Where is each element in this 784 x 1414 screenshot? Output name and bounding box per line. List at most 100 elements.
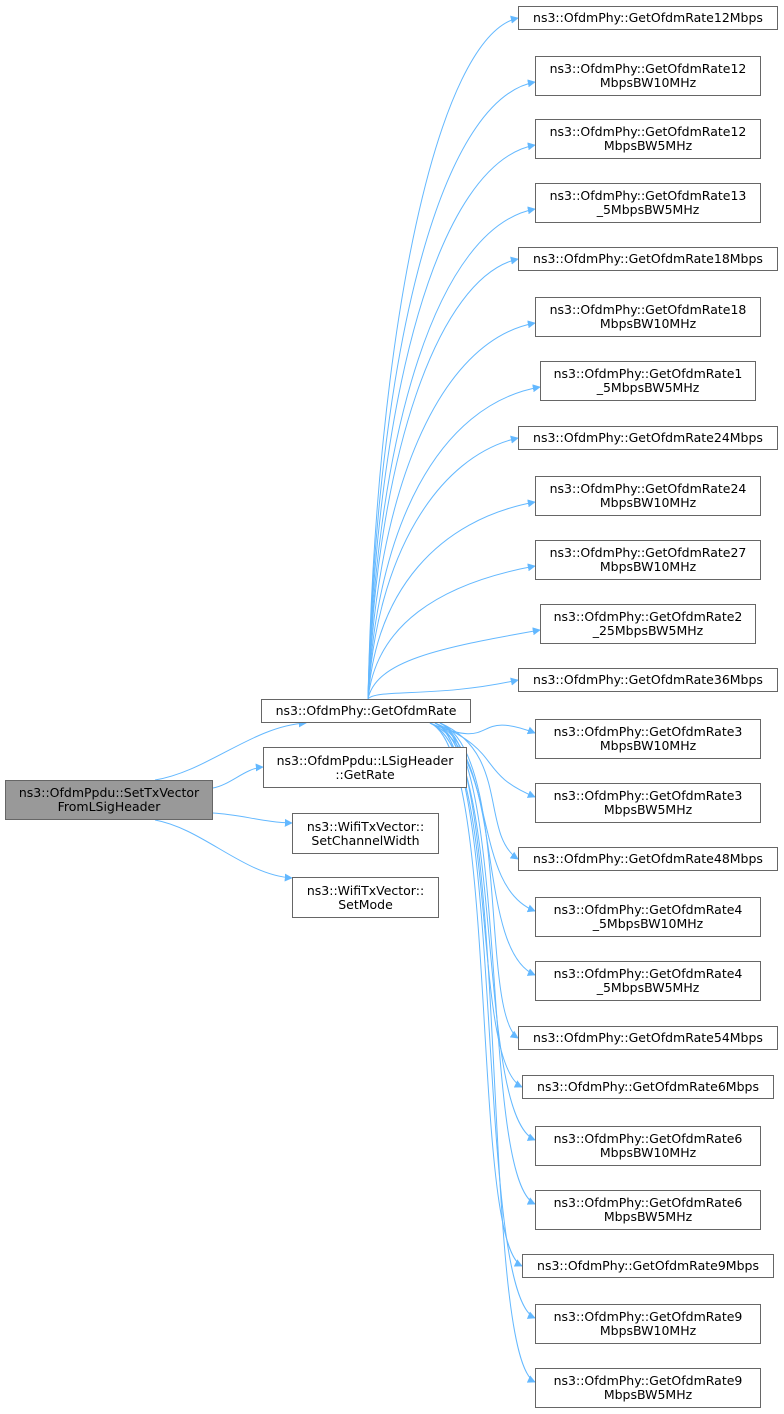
edge-root-to-lsigheader-getrate xyxy=(212,763,264,789)
node-label-line: ns3::OfdmPhy::GetOfdmRate6Mbps xyxy=(537,1079,759,1094)
edge-getofdmrate-to-r12 xyxy=(367,15,519,700)
edge-getofdmrate-to-r2-25 xyxy=(367,627,541,700)
node-label-line: MbpsBW10MHz xyxy=(599,75,697,90)
node-label-line: ns3::OfdmPhy::GetOfdmRate9 xyxy=(553,1373,743,1388)
node-r48[interactable]: ns3::OfdmPhy::GetOfdmRate48Mbps xyxy=(518,847,778,871)
node-r12[interactable]: ns3::OfdmPhy::GetOfdmRate12Mbps xyxy=(518,6,778,30)
node-setchannelwidth[interactable]: ns3::WifiTxVector::SetChannelWidth xyxy=(292,813,439,854)
node-label-line: MbpsBW5MHz xyxy=(603,138,693,153)
node-label-line: MbpsBW10MHz xyxy=(599,1323,697,1338)
edge-getofdmrate-to-r9-10 xyxy=(434,722,536,1319)
node-r2-25[interactable]: ns3::OfdmPhy::GetOfdmRate2_25MbpsBW5MHz xyxy=(540,604,756,644)
node-label-line: MbpsBW10MHz xyxy=(599,1145,697,1160)
node-r4-5-5[interactable]: ns3::OfdmPhy::GetOfdmRate4_5MbpsBW5MHz xyxy=(535,961,761,1001)
edge-getofdmrate-to-r54 xyxy=(439,722,519,1039)
edge-getofdmrate-to-r24-10 xyxy=(367,499,536,700)
node-label-line: _5MbpsBW10MHz xyxy=(592,916,704,931)
node-r13-5[interactable]: ns3::OfdmPhy::GetOfdmRate13_5MbpsBW5MHz xyxy=(535,183,761,223)
node-label-line: ns3::OfdmPpdu::SetTxVector xyxy=(18,785,200,800)
node-r36[interactable]: ns3::OfdmPhy::GetOfdmRate36Mbps xyxy=(518,668,778,692)
edge-getofdmrate-to-r9-5 xyxy=(439,722,536,1383)
node-r18[interactable]: ns3::OfdmPhy::GetOfdmRate18Mbps xyxy=(518,247,778,271)
node-label-line: ns3::OfdmPhy::GetOfdmRate9Mbps xyxy=(537,1258,759,1273)
node-label-line: ns3::OfdmPhy::GetOfdmRate12 xyxy=(549,124,747,139)
node-label-line: _5MbpsBW5MHz xyxy=(596,202,700,217)
node-label-line: ns3::OfdmPhy::GetOfdmRate2 xyxy=(553,609,743,624)
node-label-line: ::GetRate xyxy=(335,766,395,782)
node-label-line: ns3::OfdmPhy::GetOfdmRate24 xyxy=(549,481,747,496)
edge-getofdmrate-to-r1-5 xyxy=(367,384,541,700)
edge-getofdmrate-to-r13-5 xyxy=(367,206,536,700)
node-label-line: MbpsBW10MHz xyxy=(599,495,697,510)
node-r54[interactable]: ns3::OfdmPhy::GetOfdmRate54Mbps xyxy=(518,1026,778,1050)
node-label-line: ns3::OfdmPhy::GetOfdmRate9 xyxy=(553,1309,743,1324)
node-label-line: ns3::OfdmPhy::GetOfdmRate6 xyxy=(553,1195,743,1210)
node-label-line: SetMode xyxy=(338,896,393,912)
node-label-line: MbpsBW5MHz xyxy=(603,1209,693,1224)
node-label-line: ns3::OfdmPhy::GetOfdmRate13 xyxy=(549,188,747,203)
node-r1-5[interactable]: ns3::OfdmPhy::GetOfdmRate1_5MbpsBW5MHz xyxy=(540,361,756,401)
node-setmode[interactable]: ns3::WifiTxVector::SetMode xyxy=(292,877,439,918)
node-r24[interactable]: ns3::OfdmPhy::GetOfdmRate24Mbps xyxy=(518,426,778,450)
node-label-line: ns3::OfdmPhy::GetOfdmRate12 xyxy=(549,61,747,76)
node-label-line: MbpsBW10MHz xyxy=(599,316,697,331)
node-getofdmrate[interactable]: ns3::OfdmPhy::GetOfdmRate xyxy=(261,699,471,723)
node-label-line: ns3::WifiTxVector:: xyxy=(306,818,425,834)
node-r6[interactable]: ns3::OfdmPhy::GetOfdmRate6Mbps xyxy=(522,1075,774,1099)
node-label-line: ns3::OfdmPhy::GetOfdmRate54Mbps xyxy=(533,1030,763,1045)
node-label-line: ns3::OfdmPhy::GetOfdmRate1 xyxy=(553,366,743,381)
node-r9[interactable]: ns3::OfdmPhy::GetOfdmRate9Mbps xyxy=(522,1254,774,1278)
node-label-line: ns3::OfdmPhy::GetOfdmRate4 xyxy=(553,902,743,917)
node-label-line: _25MbpsBW5MHz xyxy=(592,623,704,638)
edge-getofdmrate-to-r18-10 xyxy=(367,320,536,700)
edge-getofdmrate-to-r24 xyxy=(367,435,519,700)
node-label-line: ns3::OfdmPhy::GetOfdmRate xyxy=(275,703,457,718)
node-label-line: ns3::OfdmPhy::GetOfdmRate12Mbps xyxy=(533,10,763,25)
node-label-line: ns3::OfdmPhy::GetOfdmRate6 xyxy=(553,1131,743,1146)
edge-getofdmrate-to-r36 xyxy=(367,677,519,700)
node-label-line: MbpsBW10MHz xyxy=(599,738,697,753)
node-label-line: MbpsBW5MHz xyxy=(603,1387,693,1402)
node-label-line: MbpsBW10MHz xyxy=(599,559,697,574)
edge-root-to-setchannelwidth xyxy=(212,812,293,827)
edge-root-to-setmode xyxy=(154,819,293,882)
node-label-line: ns3::OfdmPhy::GetOfdmRate36Mbps xyxy=(533,672,763,687)
edge-getofdmrate-to-r18 xyxy=(367,256,519,700)
edge-getofdmrate-to-r3-5 xyxy=(434,722,536,798)
node-label-line: MbpsBW5MHz xyxy=(603,802,693,817)
node-label-line: ns3::WifiTxVector:: xyxy=(306,882,425,898)
edge-root-to-getofdmrate xyxy=(154,719,307,781)
edge-getofdmrate-to-r27-10 xyxy=(367,563,536,700)
node-label-line: ns3::OfdmPhy::GetOfdmRate4 xyxy=(553,966,743,981)
edge-getofdmrate-to-r12-10 xyxy=(367,79,536,700)
node-label-line: SetChannelWidth xyxy=(311,832,420,848)
node-label-line: ns3::OfdmPhy::GetOfdmRate24Mbps xyxy=(533,430,763,445)
node-label-line: ns3::OfdmPhy::GetOfdmRate18 xyxy=(549,302,747,317)
node-label-line: ns3::OfdmPhy::GetOfdmRate48Mbps xyxy=(533,851,763,866)
node-r4-5-10[interactable]: ns3::OfdmPhy::GetOfdmRate4_5MbpsBW10MHz xyxy=(535,897,761,937)
edge-getofdmrate-to-r48 xyxy=(439,722,519,860)
node-label-line: ns3::OfdmPpdu::LSigHeader xyxy=(276,752,454,768)
node-label-line: ns3::OfdmPhy::GetOfdmRate18Mbps xyxy=(533,251,763,266)
node-label-line: _5MbpsBW5MHz xyxy=(596,980,700,995)
node-label-line: FromLSigHeader xyxy=(57,799,161,814)
node-label-line: ns3::OfdmPhy::GetOfdmRate3 xyxy=(553,724,743,739)
node-lsigheader-getrate[interactable]: ns3::OfdmPpdu::LSigHeader::GetRate xyxy=(263,747,467,788)
node-label-line: ns3::OfdmPhy::GetOfdmRate27 xyxy=(549,545,747,560)
edge-getofdmrate-to-r12-5 xyxy=(367,142,536,700)
node-label-line: ns3::OfdmPhy::GetOfdmRate3 xyxy=(553,788,743,803)
node-label-line: _5MbpsBW5MHz xyxy=(596,380,700,395)
